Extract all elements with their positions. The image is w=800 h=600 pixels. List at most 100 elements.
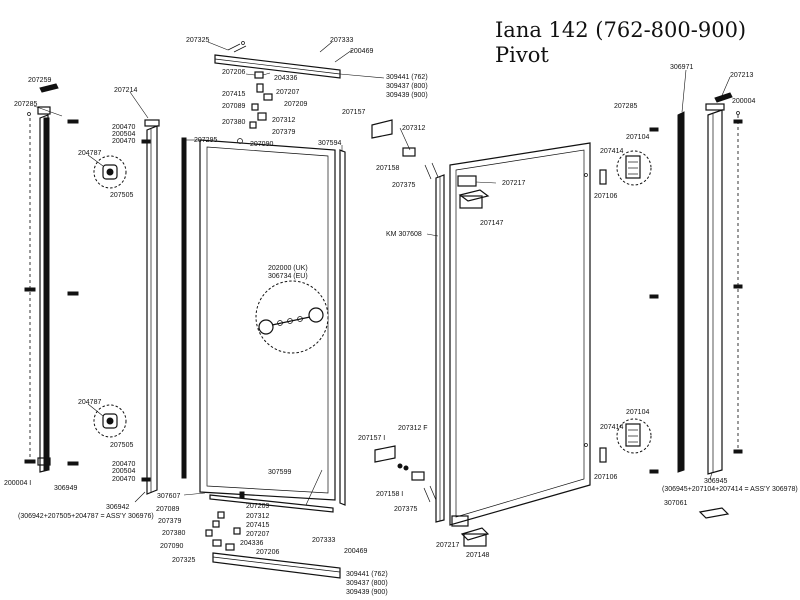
label-207206-b: 207206 <box>256 549 279 556</box>
label-207106: 207106 <box>594 193 617 200</box>
label-207157: 207157 <box>342 109 365 116</box>
label-207106-b: 207106 <box>594 474 617 481</box>
label-km-307608: KM 307608 <box>386 231 422 238</box>
label-207214: 207214 <box>114 87 137 94</box>
wall-plug-207259 <box>39 83 59 93</box>
label-306945: 306945 <box>704 478 727 485</box>
left-wall-profile <box>27 106 51 473</box>
label-200470: 200470 <box>112 138 135 145</box>
label-204787: 204787 <box>78 150 101 157</box>
right-wall-profile-306945 <box>705 103 739 475</box>
label-204336: 204336 <box>274 75 297 82</box>
label-207206: 207206 <box>222 69 245 76</box>
label-306734: 306734 (EU) <box>268 273 308 280</box>
seal-207295 <box>181 137 187 479</box>
seal-307594 <box>339 149 346 506</box>
right-hinge-detail-top <box>616 150 652 186</box>
label-207379-b: 207379 <box>158 518 181 525</box>
label-207104-b: 207104 <box>626 409 649 416</box>
label-207158-b: 207158 I <box>376 491 403 498</box>
label-307599: 307599 <box>268 469 291 476</box>
label-207285-b: 207285 <box>614 103 637 110</box>
label-309441: 309441 (762) <box>386 74 428 81</box>
diagram-subtitle: Pivot <box>495 43 549 67</box>
top-track-bar <box>214 41 341 79</box>
label-207090: 207090 <box>250 141 273 148</box>
part-labels: 207325 207333 200469 309441 (762) 309437… <box>4 37 798 596</box>
end-cap-307061 <box>698 507 730 519</box>
door-handle-top <box>457 175 490 209</box>
pivot-door-glass <box>449 142 591 526</box>
label-assy-306976: (306942+207505+204787 = ASS'Y 306976) <box>18 513 154 520</box>
label-207325: 207325 <box>186 37 209 44</box>
label-207089-b: 207089 <box>156 506 179 513</box>
label-207380-b: 207380 <box>162 530 185 537</box>
label-307594: 307594 <box>318 140 341 147</box>
label-207157-b: 207157 I <box>358 435 385 442</box>
right-hinge-detail-bottom <box>616 418 652 454</box>
door-hinge-bottom-parts <box>374 445 437 503</box>
label-207147: 207147 <box>480 220 503 227</box>
label-306971: 306971 <box>670 64 693 71</box>
label-307061: 307061 <box>664 500 687 507</box>
door-knob-detail <box>255 280 329 354</box>
label-200504: 200504 <box>112 131 135 138</box>
label-207505: 207505 <box>110 192 133 199</box>
hinge-blocks-207106 <box>599 169 607 463</box>
label-207312-c: 207312 <box>246 513 269 520</box>
label-207325-b: 207325 <box>172 557 195 564</box>
label-207415-b: 207415 <box>246 522 269 529</box>
door-profile-307608 <box>435 174 445 523</box>
label-207207-b: 207207 <box>246 531 269 538</box>
label-200004: 200004 <box>732 98 755 105</box>
label-207213: 207213 <box>730 72 753 79</box>
label-207333-b: 207333 <box>312 537 335 544</box>
bottom-track-bar <box>212 552 341 579</box>
label-207414: 207414 <box>600 148 623 155</box>
screws-right-side <box>649 127 659 474</box>
label-309439: 309439 (900) <box>386 92 428 99</box>
label-309437-b: 309437 (800) <box>346 580 388 587</box>
label-306949: 306949 <box>54 485 77 492</box>
label-207209-b: 207209 <box>246 503 269 510</box>
seal-307599 <box>209 494 334 513</box>
label-309439-b: 309439 (900) <box>346 589 388 596</box>
diagram-title: Iana 142 (762-800-900) <box>495 18 746 42</box>
label-207379: 207379 <box>272 129 295 136</box>
label-207217: 207217 <box>502 180 525 187</box>
label-309437: 309437 (800) <box>386 83 428 90</box>
label-207158: 207158 <box>376 165 399 172</box>
label-assy-306978: (306945+207104+207414 = ASS'Y 306978) <box>662 486 798 493</box>
screws-right-wall <box>733 119 743 454</box>
label-204336-b: 204336 <box>240 540 263 547</box>
label-309441-b: 309441 (762) <box>346 571 388 578</box>
label-200470-c: 200470 <box>112 461 135 468</box>
label-200004-b: 200004 I <box>4 480 31 487</box>
label-207333: 207333 <box>330 37 353 44</box>
label-200470: 200470 <box>112 124 135 131</box>
top-pivot-hardware <box>237 71 273 144</box>
label-207090-b: 207090 <box>160 543 183 550</box>
detail-circle-hinge-top <box>93 155 127 189</box>
label-207295: 207295 <box>194 137 217 144</box>
label-207089: 207089 <box>222 103 245 110</box>
plug-207213 <box>714 92 740 115</box>
door-handle-bottom <box>451 515 490 547</box>
label-207415: 207415 <box>222 91 245 98</box>
label-207217-b: 207217 <box>436 542 459 549</box>
side-profile-306942 <box>141 119 160 495</box>
fixed-glass-panel <box>199 139 336 501</box>
label-200504-b: 200504 <box>112 468 135 475</box>
label-200469-b: 200469 <box>344 548 367 555</box>
door-seal-306971 <box>677 111 685 473</box>
label-207104: 207104 <box>626 134 649 141</box>
label-200469: 200469 <box>350 48 373 55</box>
label-207312-d: 207312 F <box>398 425 428 432</box>
label-307607: 307607 <box>157 493 180 500</box>
label-207312: 207312 <box>272 117 295 124</box>
leader-lines <box>33 41 731 506</box>
label-207312-b: 207312 <box>402 125 425 132</box>
label-207148: 207148 <box>466 552 489 559</box>
bottom-pivot-hardware <box>205 491 245 551</box>
